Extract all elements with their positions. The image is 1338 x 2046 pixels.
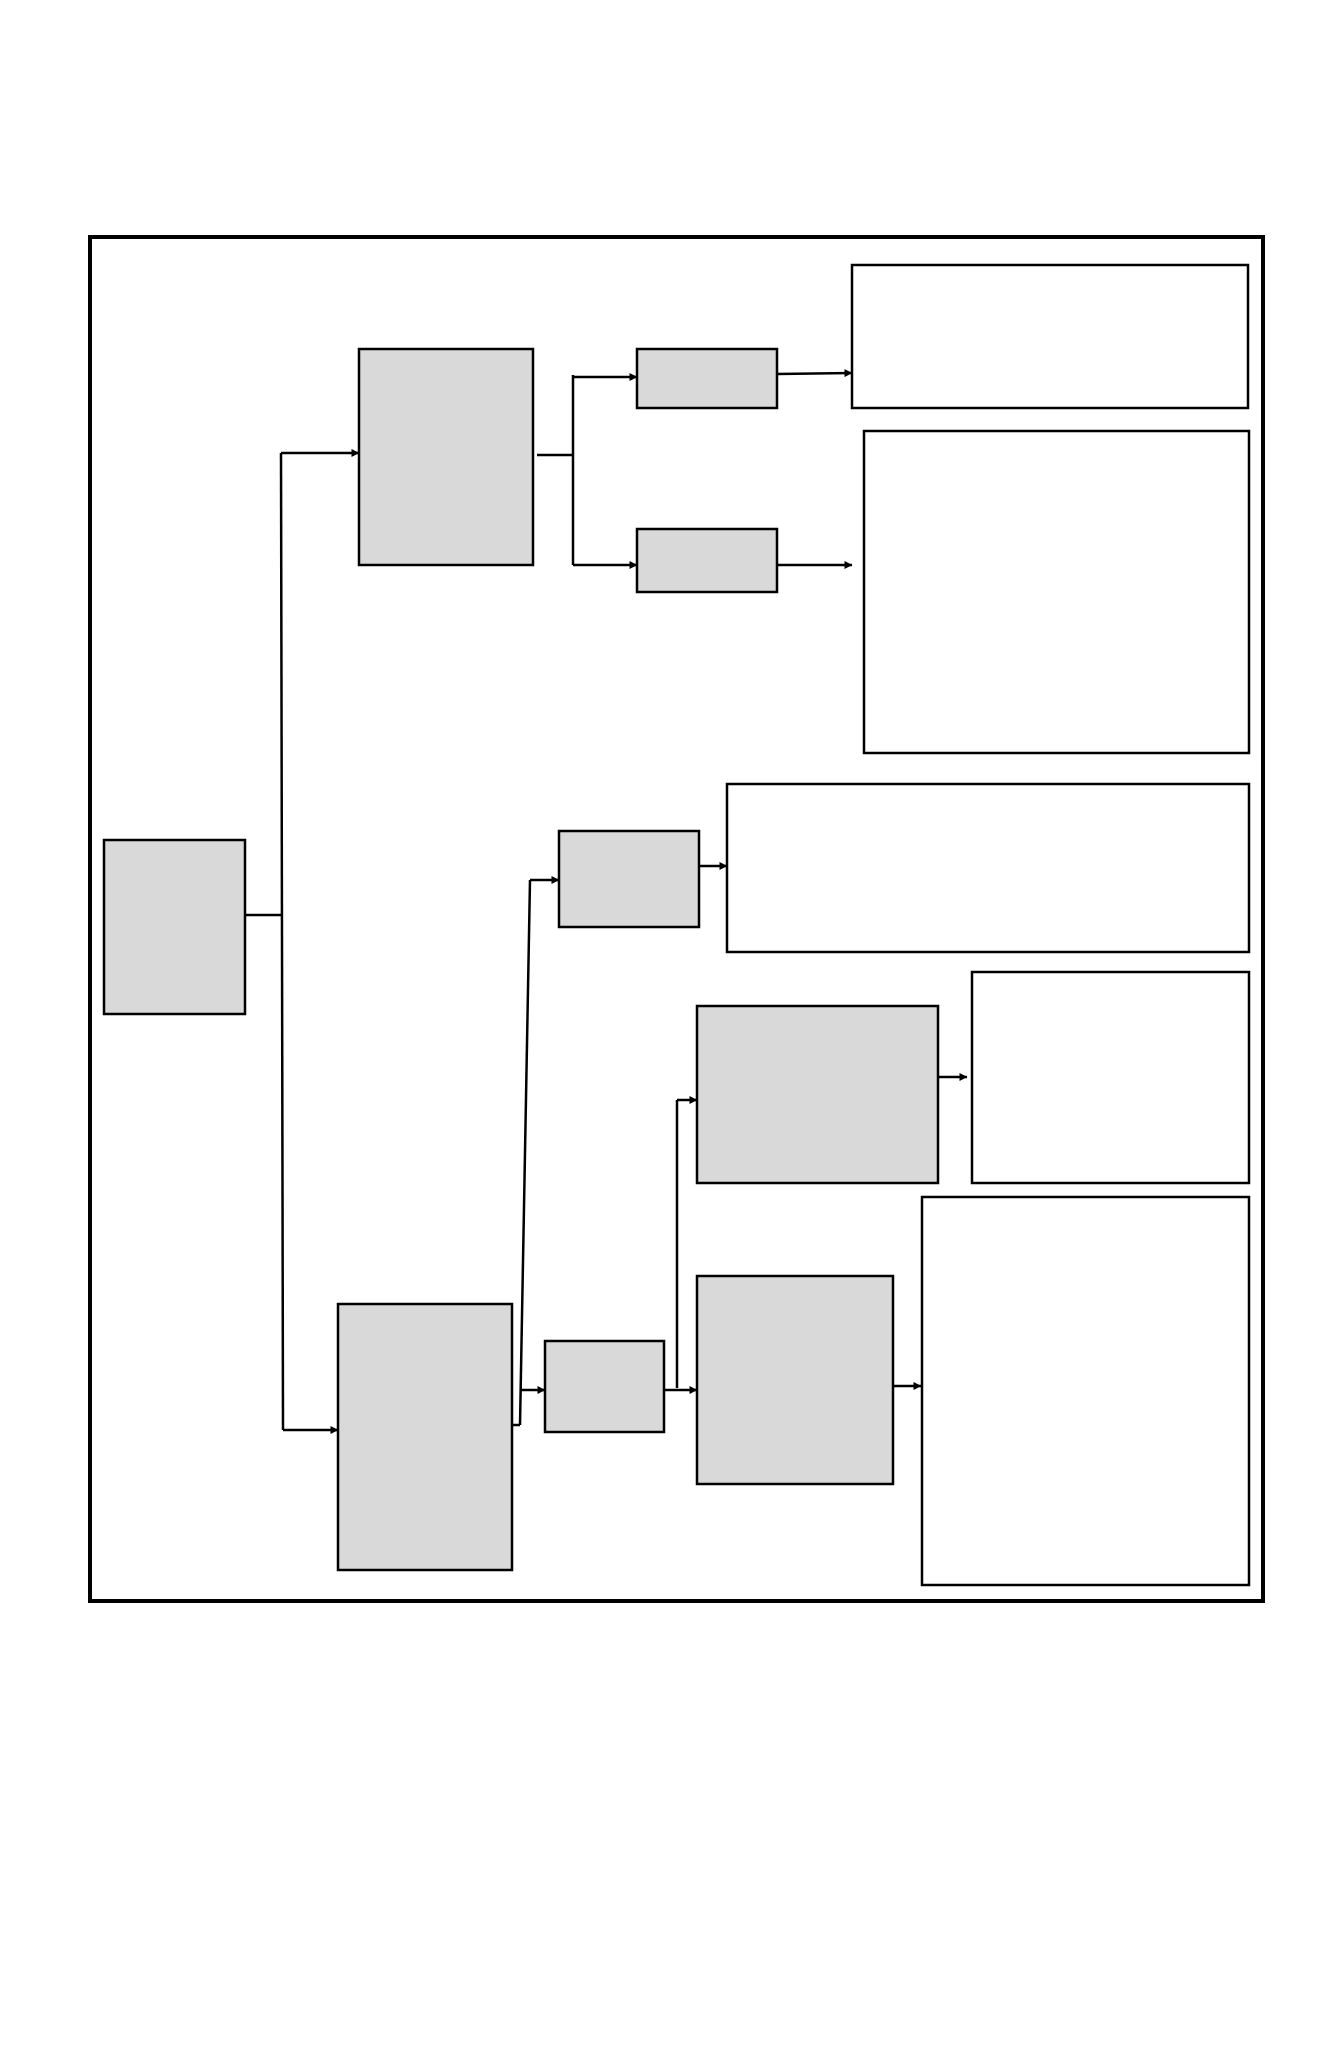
node-upper-child-2 xyxy=(635,527,779,594)
node-lower-mid-child xyxy=(543,1339,666,1434)
node-upper-child-1 xyxy=(635,347,779,410)
arrows xyxy=(281,369,968,1434)
note-upper-2 xyxy=(862,429,1251,755)
lower-branch-riser xyxy=(518,879,532,1426)
node-lower-top-child xyxy=(557,829,701,929)
diagram-frame xyxy=(88,235,1265,1603)
root-trunk xyxy=(279,452,285,1431)
note-lower-right-bottom xyxy=(920,1195,1251,1587)
note-boxes xyxy=(725,263,1251,1587)
node-upper-branch xyxy=(357,347,535,567)
note-upper-1 xyxy=(850,263,1250,410)
node-lower-right-bottom xyxy=(695,1274,895,1486)
note-lower-right-top xyxy=(970,970,1251,1185)
node-lower-branch xyxy=(336,1302,514,1572)
note-lower-top xyxy=(725,782,1251,954)
arrow-upper-child-1-to-note xyxy=(776,369,853,378)
process-boxes xyxy=(102,347,940,1572)
connector-lines xyxy=(245,375,679,1431)
node-root xyxy=(102,838,247,1016)
node-lower-right-top xyxy=(695,1004,940,1185)
